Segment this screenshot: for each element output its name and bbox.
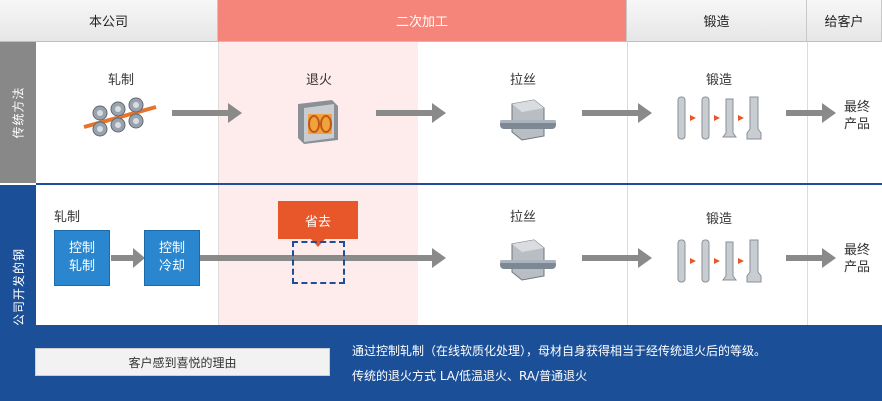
dev-arrow-4 (786, 248, 836, 268)
wire-drawing-die-icon (500, 99, 556, 141)
trad-forging-label: 锻造 (706, 73, 733, 88)
header-forging: 锻造 (627, 0, 807, 42)
dev-arrow-small (111, 248, 145, 268)
row-label-traditional-text: 传统方法 (11, 86, 26, 139)
dev-final-product: 最终 产品 (842, 242, 872, 276)
trad-rolling-label: 轧制 (108, 73, 135, 88)
forging-parts-icon (677, 96, 762, 140)
customer-reason-label: 客户感到喜悦的理由 (35, 348, 330, 376)
trad-final-product: 最终 产品 (842, 99, 872, 133)
annealing-furnace-icon (298, 100, 338, 144)
controlled-rolling-line1: 控制 (68, 241, 95, 256)
header-customer: 给客户 (807, 0, 882, 42)
trad-annealing-label: 退火 (306, 73, 333, 88)
row-label-traditional: 传统方法 (0, 42, 36, 183)
controlled-rolling-line2: 轧制 (68, 259, 95, 274)
trad-arrow-4 (786, 103, 836, 123)
header-customer-label: 给客户 (824, 15, 864, 30)
header-forging-label: 锻造 (703, 15, 730, 30)
wire-drawing-die-icon-2 (500, 239, 556, 281)
row-separator (36, 183, 882, 185)
controlled-cooling-line2: 冷却 (158, 259, 185, 274)
trad-drawing-label: 拉丝 (510, 73, 537, 88)
header-company: 本公司 (0, 0, 218, 42)
trad-arrow-3 (582, 103, 652, 123)
bottom-text-line2: 传统的退火方式 LA/低温退火、RA/普通退火 (352, 369, 588, 383)
dev-drawing-label: 拉丝 (510, 210, 537, 225)
customer-reason-text: 客户感到喜悦的理由 (128, 355, 237, 370)
trad-final-line1: 最终 (843, 100, 870, 115)
omitted-step-placeholder (292, 241, 345, 284)
controlled-cooling-line1: 控制 (158, 241, 185, 256)
bottom-text-line1: 通过控制轧制（在线软质化处理），母材自身获得相当于经传统退火后的等级。 (352, 344, 767, 358)
trad-arrow-1 (172, 103, 242, 123)
forging-parts-icon-2 (677, 239, 762, 283)
dev-final-line2: 产品 (843, 260, 870, 275)
dev-forging-label: 锻造 (706, 212, 733, 227)
header-secondary-processing: 二次加工 (218, 0, 627, 42)
dev-arrow-3 (582, 248, 652, 268)
controlled-cooling-box: 控制冷却 (144, 230, 200, 286)
header-company-label: 本公司 (88, 15, 128, 30)
controlled-rolling-box: 控制轧制 (54, 230, 110, 286)
trad-arrow-2 (376, 103, 446, 123)
rolling-mill-icon (83, 97, 157, 137)
omitted-badge-text: 省去 (304, 214, 331, 230)
dev-final-line1: 最终 (843, 243, 870, 258)
trad-final-line2: 产品 (843, 117, 870, 132)
dev-arrow-long (200, 248, 446, 268)
header-secondary-processing-label: 二次加工 (395, 15, 448, 30)
omitted-badge: 省去 (278, 201, 358, 239)
dev-rolling-label: 轧制 (54, 210, 81, 225)
